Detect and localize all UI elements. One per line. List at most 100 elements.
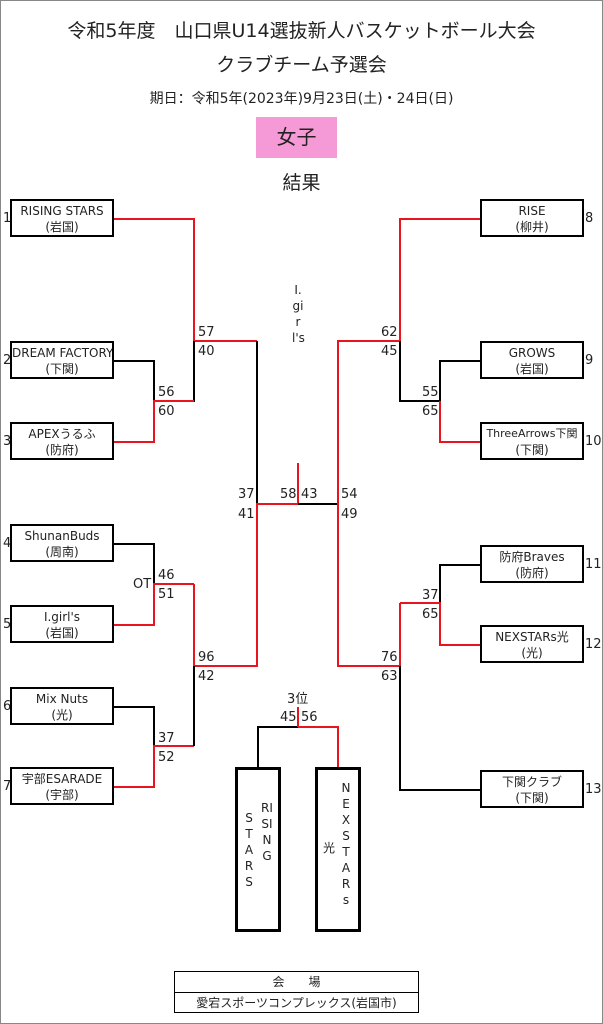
overtime-mark: OT [133, 577, 152, 592]
team-place: (下関) [45, 362, 79, 376]
third-place-label: 3位 [287, 692, 309, 707]
seed-number: 6 [3, 699, 12, 714]
team-box: 宇部ESARADE (宇部) [10, 767, 114, 805]
score: 45 [381, 344, 398, 359]
third-team-left-box: RISING STARS [235, 767, 281, 932]
line-shimonoseki [399, 666, 480, 791]
score: 76 [381, 650, 398, 665]
team-box: NEXSTARs光 (光) [480, 625, 584, 663]
score: 37 [422, 588, 439, 603]
score: 40 [198, 344, 215, 359]
team-box: RISING STARS (岩国) [10, 199, 114, 237]
venue-label: 会 場 [175, 972, 418, 993]
team-box: Mix Nuts (光) [10, 687, 114, 725]
team-box: ThreeArrows下関 (下関) [480, 422, 584, 460]
third-team-right-line2: 光 [323, 841, 336, 855]
team-name: GROWS [508, 346, 556, 360]
category-badge: 女子 [256, 117, 337, 158]
team-name: NEXSTARs光 [495, 630, 569, 644]
score: 56 [158, 385, 175, 400]
line-grows [399, 341, 480, 402]
team-name: 防府Braves [499, 550, 565, 564]
seed-number: 13 [585, 782, 602, 797]
line-shunanbuds [114, 543, 155, 584]
line-mixnuts [114, 706, 155, 746]
score: 54 [341, 487, 358, 502]
team-place: (下関) [515, 443, 549, 457]
third-team-right-line1: NEXSTARs [341, 781, 351, 907]
line-rising-stars [114, 218, 257, 342]
final-score-left: 58 [280, 487, 297, 502]
team-name: RISE [518, 204, 546, 218]
score: 51 [158, 587, 175, 602]
third-score-right: 56 [301, 710, 318, 725]
team-box: 下関クラブ (下関) [480, 770, 584, 808]
team-place: (岩国) [515, 362, 549, 376]
team-place: (防府) [515, 566, 549, 580]
score: 63 [381, 669, 398, 684]
seed-number: 10 [585, 434, 602, 449]
score: 46 [158, 568, 175, 583]
line-third-left [257, 726, 298, 768]
tournament-title: 令和5年度 山口県U14選抜新人バスケットボール大会 [67, 20, 536, 42]
seed-number: 2 [3, 353, 12, 368]
score: 41 [238, 507, 255, 522]
line-apex [114, 400, 194, 443]
team-place: (防府) [45, 443, 79, 457]
final-score-right: 43 [301, 487, 318, 502]
venue-box: 会 場 愛宕スポーツコンプレックス(岩国市) [174, 971, 419, 1013]
team-name: ThreeArrows下関 [486, 427, 578, 440]
team-place: (岩国) [45, 220, 79, 234]
team-name: RISING STARS [20, 204, 104, 218]
score: 37 [238, 487, 255, 502]
third-team-left-line1: RISING [261, 801, 273, 863]
score: 62 [381, 325, 398, 340]
seed-number: 4 [3, 536, 12, 551]
seed-number: 8 [585, 211, 594, 226]
line-threearrows [439, 401, 480, 443]
third-team-right-box: NEXSTARs 光 [315, 767, 361, 932]
line-nexstars [400, 602, 480, 646]
score: 37 [158, 731, 175, 746]
score: 55 [422, 385, 439, 400]
team-name: I.girl's [43, 610, 81, 624]
line-m5 [193, 503, 298, 667]
seed-number: 5 [3, 617, 12, 632]
line-braves [439, 564, 480, 603]
line-r4 [337, 504, 401, 667]
team-box: GROWS (岩国) [480, 341, 584, 379]
score: 60 [158, 404, 175, 419]
score: 96 [198, 650, 215, 665]
team-place: (周南) [45, 545, 79, 559]
seed-number: 7 [3, 779, 12, 794]
team-place: (柳井) [515, 220, 549, 234]
result-heading: 結果 [282, 172, 321, 194]
seed-number: 3 [3, 434, 12, 449]
tournament-subtitle: クラブチーム予選会 [216, 54, 387, 76]
score: 49 [341, 507, 358, 522]
seed-number: 12 [585, 637, 602, 652]
champion-name: I.girl's [292, 283, 305, 345]
team-place: (宇部) [45, 788, 79, 802]
team-name: DREAM FACTORY [12, 346, 112, 360]
team-name: ShunanBuds [24, 529, 100, 543]
score: 52 [158, 750, 175, 765]
team-box: APEXうるふ (防府) [10, 422, 114, 460]
team-box: DREAM FACTORY (下関) [10, 341, 114, 379]
third-team-left-line2: STARS [244, 811, 254, 889]
score: 57 [198, 325, 215, 340]
team-name: 宇部ESARADE [21, 772, 103, 786]
line-third-right [298, 726, 339, 768]
score: 65 [422, 404, 439, 419]
line-esarade [114, 745, 194, 788]
line-igirls [114, 583, 194, 626]
seed-number: 11 [585, 557, 602, 572]
team-box: I.girl's (岩国) [10, 605, 114, 643]
team-box: ShunanBuds (周南) [10, 524, 114, 562]
team-box: 防府Braves (防府) [480, 545, 584, 583]
team-place: (光) [51, 708, 73, 722]
team-name: 下関クラブ [501, 775, 562, 789]
seed-number: 9 [585, 353, 594, 368]
team-name: APEXうるふ [28, 427, 96, 441]
